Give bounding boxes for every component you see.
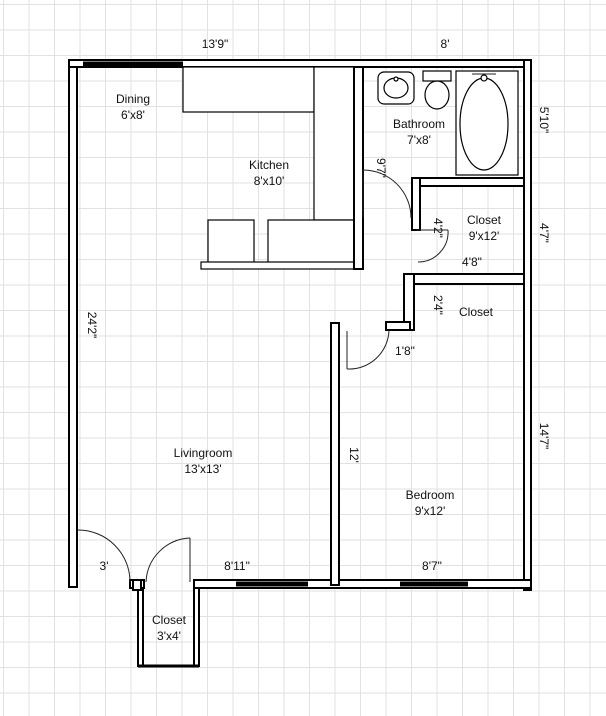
tub-drain-icon [480, 74, 488, 82]
bathtub-basin [459, 77, 509, 171]
entry-door-swing [77, 529, 131, 583]
dim-bath-door: 9'7" [374, 158, 388, 178]
dim-mid-closet-left: 2'4" [431, 295, 445, 315]
kitchen-size: 8'x10' [254, 174, 285, 188]
closet-mid-name: Closet [459, 305, 494, 319]
bedroom-size: 9'x12' [415, 504, 446, 518]
closet-divider-wall [411, 273, 525, 285]
bath-closet-wall [411, 177, 525, 187]
dim-bottom-living: 8'11" [224, 559, 250, 573]
bottom-exterior-wall [193, 579, 532, 589]
dim-mid-door: 1'8" [395, 344, 415, 358]
closet-bottom-name: Closet [152, 613, 187, 627]
dim-bedroom-wall: 12' [347, 447, 361, 463]
closet-top-door-swing [417, 229, 449, 263]
kitchen-bath-wall [353, 66, 364, 270]
bathroom-size: 7'x8' [407, 133, 431, 147]
sink-faucet-icon [393, 76, 399, 82]
bedroom-door-swing [346, 329, 390, 370]
kitchen-name: Kitchen [249, 158, 289, 172]
bath-door-swing [362, 169, 412, 219]
dim-right-bedroom: 14'7" [537, 423, 551, 450]
dim-left-total: 24'2" [85, 312, 99, 339]
closet-top-size: 9'x12' [469, 229, 500, 243]
left-exterior-wall [68, 59, 78, 588]
stove [207, 219, 255, 266]
dim-bottom-bedroom: 8'7" [422, 559, 442, 573]
dim-right-bath: 5'10" [537, 107, 551, 134]
right-exterior-wall [523, 59, 532, 591]
toilet-bowl [424, 80, 450, 110]
closet-top-name: Closet [467, 213, 502, 227]
dining-name: Dining [116, 92, 150, 106]
entry-hinge [132, 579, 142, 591]
closet-top-left-wall [411, 177, 421, 231]
closet-bottom-right-wall [193, 587, 200, 667]
dim-closet-left: 4'2" [431, 218, 445, 238]
dim-closet-bottom: 4'8" [462, 255, 482, 269]
closet-bottom-door-swing [145, 537, 191, 583]
kitchen-lower-counter [267, 219, 355, 266]
living-size: 13'x13' [184, 462, 221, 476]
closet-mid-stub-wall [385, 321, 411, 331]
kitchen-side-counter [313, 66, 355, 221]
kitchen-bar [200, 261, 355, 270]
toilet-tank [422, 70, 452, 82]
bathroom-name: Bathroom [393, 117, 445, 131]
dim-right-closet: 4'7" [537, 223, 551, 243]
closet-bottom-size: 3'x4' [157, 629, 181, 643]
dim-top-left: 13'9" [202, 37, 229, 51]
dim-top-right: 8' [441, 37, 450, 51]
dim-entry-door: 3' [100, 559, 109, 573]
closet-bottom-left-wall [137, 587, 144, 667]
kitchen-upper-counter [182, 66, 315, 113]
dining-size: 6'x8' [121, 108, 145, 122]
bedroom-name: Bedroom [406, 488, 455, 502]
bedroom-west-wall [330, 322, 340, 586]
living-name: Livingroom [174, 446, 233, 460]
